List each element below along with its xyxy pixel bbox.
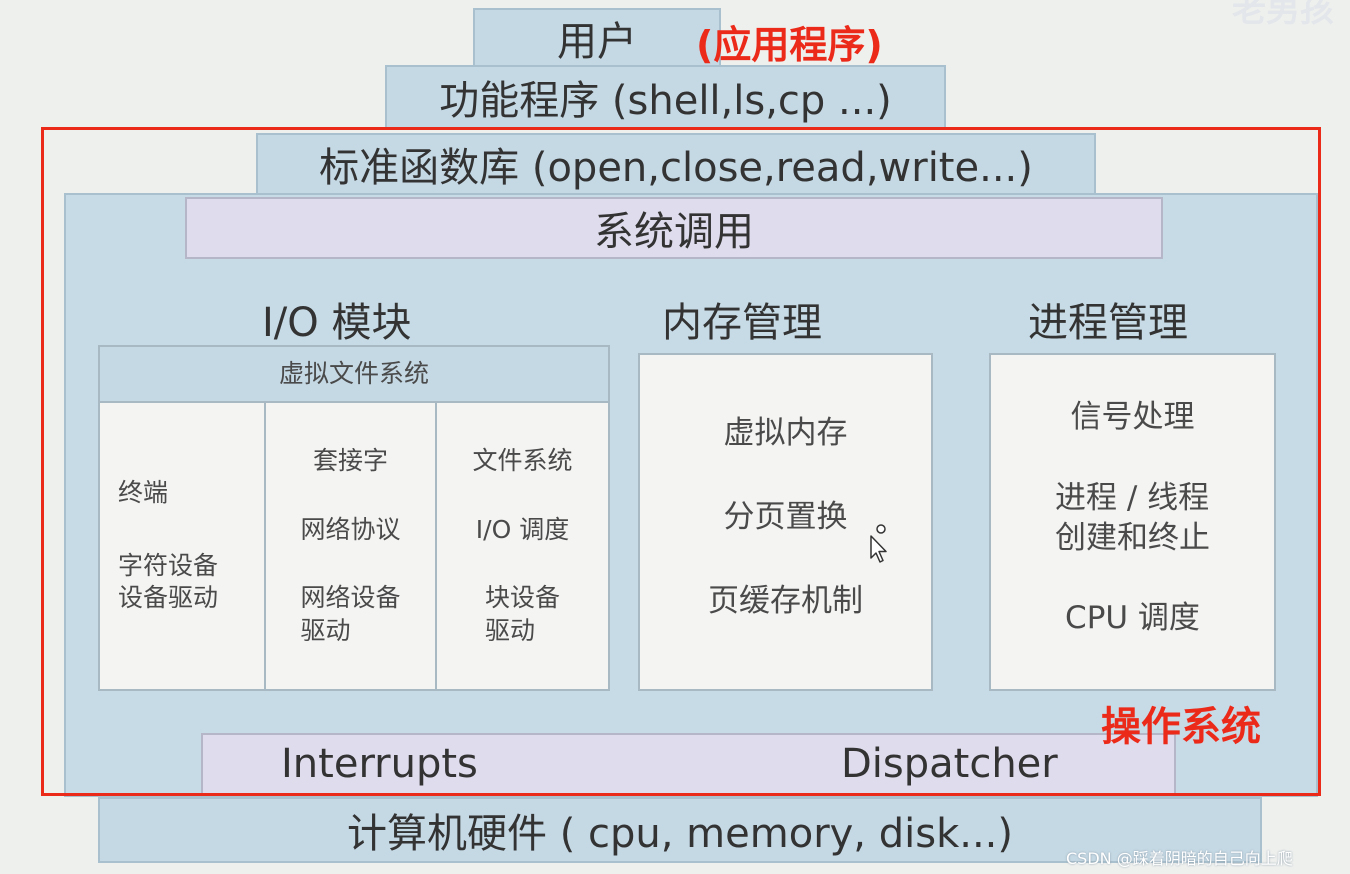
socket-label: 套接字 <box>312 446 388 475</box>
interrupts-dispatcher-bar: Interrupts Dispatcher <box>201 733 1176 795</box>
csdn-watermark: CSDN @踩着阴暗的自己向上爬 <box>1066 849 1293 868</box>
vfs-bar: 虚拟文件系统 <box>100 347 608 403</box>
signal-handling-label: 信号处理 <box>1070 399 1195 436</box>
user-layer: 用户 <box>473 8 721 68</box>
terminal-label: 终端 <box>118 478 169 508</box>
syscall-layer: 系统调用 <box>185 197 1163 259</box>
stdlib-label: 标准函数库 (open,close,read,write...) <box>319 145 1033 191</box>
process-box: 信号处理 进程 / 线程 创建和终止 CPU 调度 <box>989 353 1276 691</box>
process-title: 进程管理 <box>1028 300 1188 346</box>
user-label: 用户 <box>557 19 637 65</box>
io-scheduling-label: I/O 调度 <box>475 514 570 544</box>
io-title: I/O 模块 <box>262 300 412 346</box>
os-label: 操作系统 <box>1101 704 1261 750</box>
vfs-label: 虚拟文件系统 <box>278 358 429 388</box>
mouse-cursor-icon <box>870 524 887 563</box>
memory-box: 虚拟内存 分页置换 页缓存机制 <box>638 353 933 691</box>
corner-remnant: 老男孩 <box>1232 0 1334 30</box>
io-divider-2 <box>435 403 437 689</box>
cpu-scheduling-label: CPU 调度 <box>1065 600 1200 637</box>
memory-title: 内存管理 <box>662 300 822 346</box>
block-device-driver-label: 块设备 驱动 <box>484 583 560 645</box>
utilities-label: 功能程序 (shell,ls,cp ...) <box>439 78 892 124</box>
interrupts-label: Interrupts <box>281 741 478 787</box>
io-col-terminal: 终端 字符设备 设备驱动 <box>104 403 262 689</box>
char-device-driver-label: 字符设备 设备驱动 <box>118 550 219 613</box>
filesystem-label: 文件系统 <box>472 446 573 475</box>
page-cache-label: 页缓存机制 <box>708 583 863 620</box>
paging-label: 分页置换 <box>723 498 848 535</box>
hardware-label: 计算机硬件 ( cpu, memory, disk...) <box>346 811 1013 857</box>
process-thread-label: 进程 / 线程 创建和终止 <box>1055 479 1210 556</box>
io-divider-1 <box>264 403 266 689</box>
stdlib-layer: 标准函数库 (open,close,read,write...) <box>256 133 1096 195</box>
utilities-layer: 功能程序 (shell,ls,cp ...) <box>385 65 946 129</box>
network-protocol-label: 网络协议 <box>300 514 401 544</box>
user-app-tag: (应用程序) <box>696 23 883 67</box>
io-col-filesystem: 文件系统 I/O 调度 块设备 驱动 <box>437 403 608 689</box>
os-highlight-box <box>41 127 1321 796</box>
virtual-memory-label: 虚拟内存 <box>723 414 848 451</box>
network-device-driver-label: 网络设备 驱动 <box>300 583 401 645</box>
dispatcher-label: Dispatcher <box>841 741 1058 787</box>
io-col-network: 套接字 网络协议 网络设备 驱动 <box>266 403 435 689</box>
hardware-layer: 计算机硬件 ( cpu, memory, disk...) <box>98 797 1262 863</box>
syscall-label: 系统调用 <box>594 209 754 255</box>
